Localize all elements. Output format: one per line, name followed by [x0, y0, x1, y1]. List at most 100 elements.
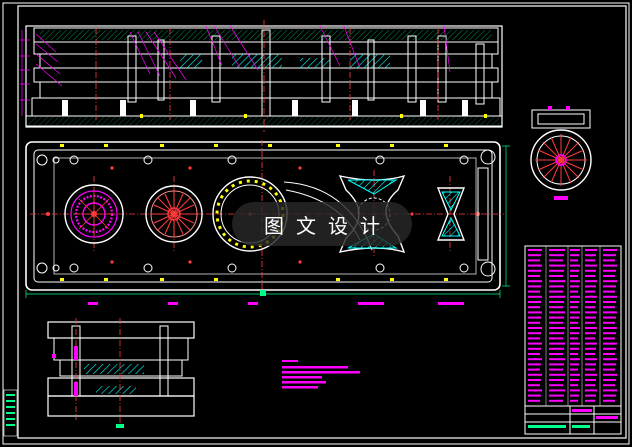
parts-list-row-mark	[570, 389, 580, 392]
die-cavity-5	[436, 187, 466, 241]
parts-list-row-mark	[570, 347, 579, 350]
parts-list-row-mark	[585, 280, 597, 283]
parts-list-row-mark	[549, 259, 563, 262]
parts-list-row-mark	[603, 290, 615, 293]
parts-list-row-mark	[549, 254, 564, 257]
parts-list-row-mark	[549, 332, 564, 335]
parts-list-row-mark	[585, 327, 597, 329]
parts-list-row-mark	[528, 269, 541, 272]
parts-list-row-mark	[528, 332, 541, 335]
technical-notes	[282, 360, 360, 389]
parts-list-row-mark	[549, 379, 564, 381]
parts-list-row-mark	[570, 399, 578, 402]
parts-list-row-mark	[549, 290, 563, 293]
parts-list-row-mark	[528, 264, 542, 267]
parts-list-row-mark	[585, 337, 595, 340]
parts-list-row-mark	[570, 254, 579, 257]
parts-list-row-mark	[549, 311, 565, 314]
parts-list-row-mark	[585, 259, 595, 262]
parts-list-row-mark	[570, 332, 579, 335]
parts-list-row-mark	[603, 295, 617, 298]
parts-list-row-mark	[570, 373, 580, 376]
die-cavity-2	[145, 185, 203, 243]
parts-list-row-mark	[603, 353, 615, 355]
parts-list-row-mark	[528, 384, 540, 387]
parts-list-row-mark	[528, 399, 540, 402]
parts-list-row-mark	[603, 368, 615, 371]
parts-list-row-mark	[585, 342, 597, 345]
parts-list-row-mark	[528, 275, 540, 277]
parts-list-row-mark	[549, 384, 563, 387]
parts-list-row-mark	[528, 358, 542, 361]
parts-list-row-mark	[570, 379, 579, 381]
parts-list-row-mark	[549, 389, 565, 392]
parts-list-row-mark	[585, 332, 596, 335]
parts-list-row-mark	[528, 316, 541, 319]
parts-list-row-mark	[549, 327, 565, 329]
parts-list-row-mark	[549, 394, 564, 397]
parts-list-row-mark	[570, 280, 580, 283]
parts-list-row-mark	[585, 285, 596, 288]
parts-list-row-mark	[528, 347, 541, 350]
watermark-badge: 图文设计	[232, 202, 412, 246]
parts-list-row-mark	[528, 311, 542, 314]
bottom-section-view	[47, 318, 195, 428]
parts-list-row-mark	[585, 379, 596, 381]
parts-list-row-mark	[549, 280, 565, 283]
parts-list-row-mark	[549, 363, 564, 366]
parts-list-row-mark	[570, 295, 580, 298]
parts-list-row-mark	[549, 269, 564, 272]
parts-list-row-mark	[585, 394, 596, 397]
parts-list-row-mark	[549, 306, 563, 309]
parts-list-row-mark	[603, 379, 616, 381]
parts-list-row-mark	[603, 254, 616, 257]
parts-list-row-mark	[528, 321, 540, 324]
parts-list-row-mark	[549, 347, 564, 350]
parts-list-row-mark	[603, 269, 616, 272]
parts-list-row-mark	[570, 275, 578, 277]
parts-list-row-mark	[603, 321, 615, 324]
parts-list-row-mark	[570, 394, 579, 397]
parts-list-row-mark	[603, 363, 616, 366]
parts-list-row-mark	[603, 249, 617, 251]
parts-list-row-mark	[570, 259, 578, 262]
parts-list-row-mark	[603, 259, 615, 262]
parts-list-row-mark	[549, 337, 563, 340]
parts-list-row-mark	[570, 368, 578, 371]
parts-list-row-mark	[570, 363, 579, 366]
parts-list-row-mark	[603, 311, 617, 314]
parts-list-row-mark	[528, 373, 542, 376]
parts-list-row-mark	[549, 342, 565, 345]
parts-list-row-mark	[528, 394, 541, 397]
parts-list-row-mark	[570, 311, 580, 314]
parts-list-row-mark	[528, 280, 542, 283]
parts-list-row-mark	[585, 389, 597, 392]
parts-list-row-mark	[570, 321, 578, 324]
top-section-view	[20, 20, 503, 132]
parts-list-row-mark	[585, 316, 596, 319]
parts-list-row-mark	[603, 332, 616, 335]
parts-list-row-mark	[603, 373, 617, 376]
parts-list-row-mark	[585, 269, 596, 272]
parts-list-row-mark	[603, 285, 616, 288]
parts-list-row-mark	[570, 249, 580, 251]
parts-list-row-mark	[549, 399, 563, 402]
parts-list-row-mark	[570, 269, 579, 272]
parts-list-row-mark	[528, 295, 542, 298]
parts-list-row-mark	[570, 306, 578, 309]
parts-list-row-mark	[585, 321, 595, 324]
parts-list-row-mark	[528, 342, 542, 345]
parts-list-row-mark	[603, 384, 615, 387]
parts-list-row-mark	[603, 301, 616, 303]
parts-list-row-mark	[585, 306, 595, 309]
parts-list-row-mark	[603, 389, 617, 392]
parts-list-row-mark	[549, 368, 563, 371]
parts-list-row-mark	[570, 285, 579, 288]
parts-list-row-mark	[528, 327, 542, 329]
parts-list-row-mark	[570, 301, 579, 303]
watermark-text: 图文设计	[264, 213, 392, 238]
revision-stamp	[3, 389, 18, 437]
parts-list-row-mark	[585, 358, 597, 361]
parts-list-table	[524, 245, 622, 407]
die-cavity-1	[64, 184, 124, 244]
